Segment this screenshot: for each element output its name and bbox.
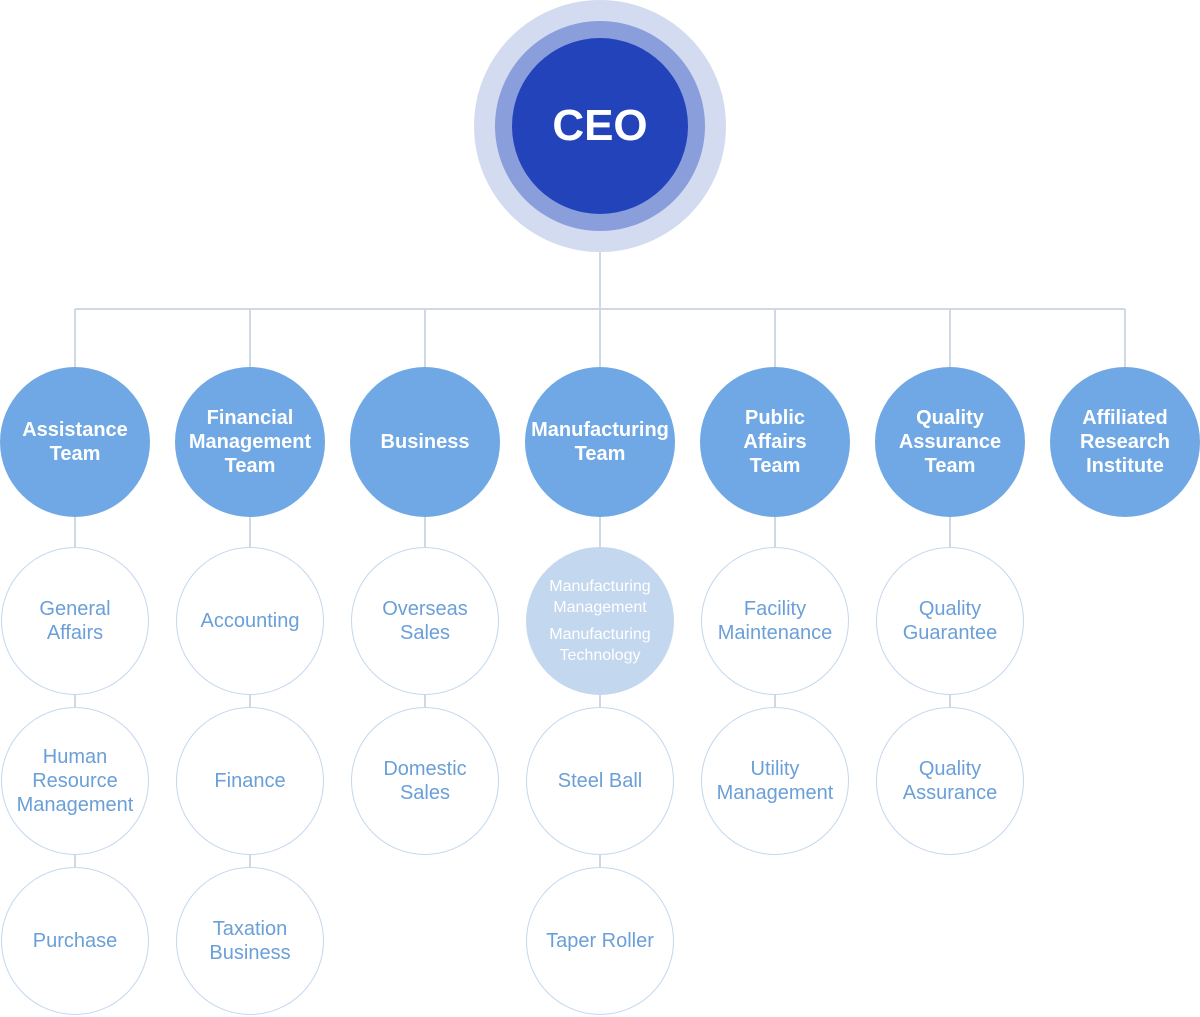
sub-unit-node: Purchase — [1, 867, 149, 1015]
team-label: Affiliated Research Institute — [1079, 407, 1171, 477]
sub-unit-node: Finance — [176, 707, 324, 855]
sub-unit-label: Overseas Sales — [382, 598, 468, 644]
sub-unit-label: Manufacturing Management — [549, 578, 651, 616]
sub-unit-label: Quality Assurance — [902, 758, 998, 804]
ceo-label: CEO — [552, 101, 648, 150]
sub-unit-label: Facility Maintenance — [717, 598, 833, 644]
sub-unit-label: Manufacturing Technology — [549, 626, 651, 664]
team-label: Financial Management Team — [188, 407, 312, 477]
team-node: Affiliated Research Institute — [1050, 367, 1200, 517]
sub-unit-node: Utility Management — [701, 707, 849, 855]
sub-unit-label: General Affairs — [39, 598, 111, 644]
team-node: Financial Management Team — [175, 367, 325, 517]
sub-unit-label: Human Resource Management — [16, 746, 134, 816]
sub-unit-node: Overseas Sales — [351, 547, 499, 695]
sub-unit-label: Utility Management — [716, 758, 834, 804]
team-label: Manufacturing Team — [531, 419, 669, 465]
team-label: Public Affairs Team — [743, 407, 807, 477]
sub-unit-label: Taper Roller — [546, 930, 654, 952]
team-node: Public Affairs Team — [700, 367, 850, 517]
team-label: Quality Assurance Team — [898, 407, 1002, 477]
ceo-node: CEO — [512, 38, 688, 214]
sub-unit-node: Steel Ball — [526, 707, 674, 855]
sub-unit-label: Purchase — [32, 930, 118, 952]
sub-unit-node: Quality Guarantee — [876, 547, 1024, 695]
team-node: Business — [350, 367, 500, 517]
sub-unit-node: Quality Assurance — [876, 707, 1024, 855]
team-node: Assistance Team — [0, 367, 150, 517]
team-label: Assistance Team — [22, 419, 128, 465]
sub-unit-node: Taxation Business — [176, 867, 324, 1015]
team-node: Manufacturing Team — [525, 367, 675, 517]
sub-unit-node: Accounting — [176, 547, 324, 695]
team-node: Quality Assurance Team — [875, 367, 1025, 517]
sub-unit-label: Accounting — [200, 610, 300, 632]
sub-unit-node: Taper Roller — [526, 867, 674, 1015]
sub-unit-node: General Affairs — [1, 547, 149, 695]
team-label: Business — [380, 431, 470, 453]
sub-unit-node: Human Resource Management — [1, 707, 149, 855]
sub-unit-label: Steel Ball — [557, 770, 643, 792]
sub-unit-node: Facility Maintenance — [701, 547, 849, 695]
sub-unit-node: Domestic Sales — [351, 707, 499, 855]
sub-unit-label: Taxation Business — [209, 918, 291, 964]
sub-unit-label: Finance — [214, 770, 286, 792]
sub-unit-label: Domestic Sales — [383, 758, 467, 804]
sub-unit-label: Quality Guarantee — [902, 598, 998, 644]
